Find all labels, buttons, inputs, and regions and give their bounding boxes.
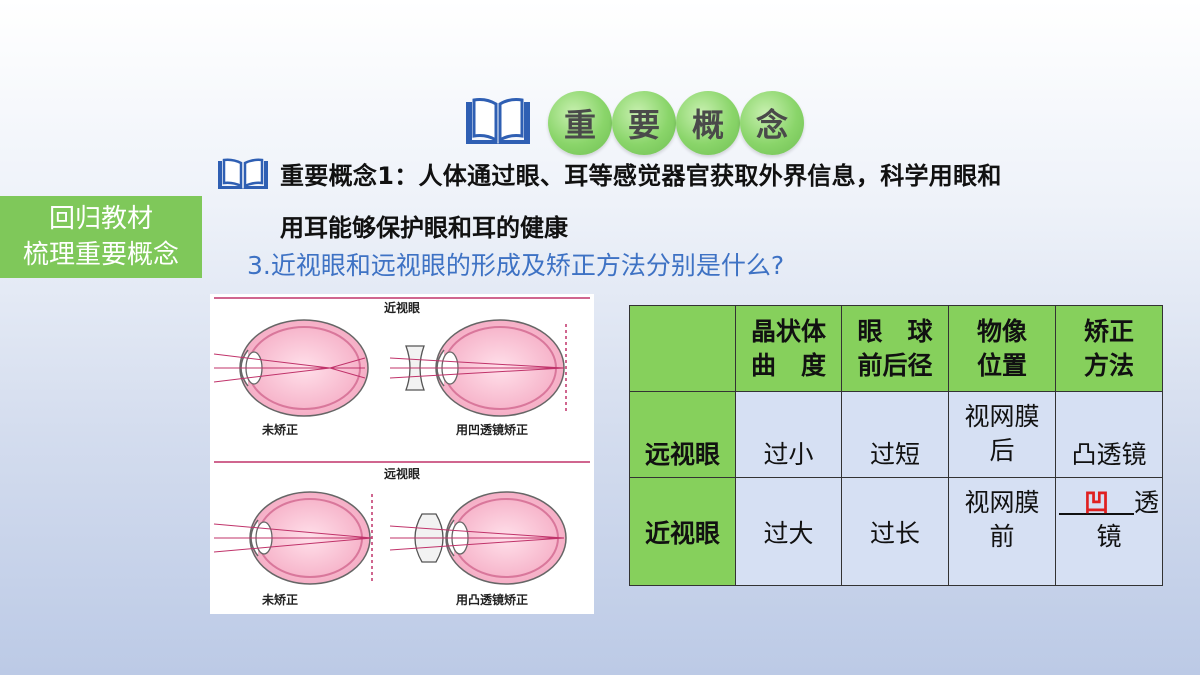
table-cell: 过大 xyxy=(735,477,842,586)
row-label: 远视眼 xyxy=(629,391,736,478)
header-line: 前后径 xyxy=(857,350,933,380)
table-cell: 过小 xyxy=(735,391,842,478)
caption-uncorrected: 未矫正 xyxy=(261,422,298,437)
eye-myopia-uncorrected xyxy=(213,319,369,417)
title-char: 要 xyxy=(612,91,676,155)
answer-text: 凹 xyxy=(1083,488,1109,517)
header-line: 晶状体 xyxy=(750,316,826,346)
diagram-title-hyperopia: 远视眼 xyxy=(384,466,420,481)
caption-uncorrected-2: 未矫正 xyxy=(261,592,298,607)
header-line: 位置 xyxy=(976,350,1027,380)
table-header: 晶状体 曲 度 xyxy=(735,305,842,392)
question-text: 3.近视眼和远视眼的形成及矫正方法分别是什么? xyxy=(247,251,785,280)
table-cell: 凹 透 镜 xyxy=(1055,477,1163,586)
cell-text: 透 xyxy=(1134,488,1160,517)
table-row: 近视眼 过大 过长 视网膜 前 凹 透 镜 xyxy=(629,477,1163,586)
title-char: 概 xyxy=(676,91,740,155)
table-cell: 视网膜 后 xyxy=(948,391,1056,478)
cell-line: 镜 xyxy=(1096,522,1122,551)
eye-myopia-corrected xyxy=(389,319,567,417)
cell-line: 后 xyxy=(989,436,1015,465)
cell-line: 视网膜 xyxy=(964,488,1040,517)
header-line: 矫正 xyxy=(1083,316,1134,346)
caption-convex-correction: 用凸透镜矫正 xyxy=(455,592,528,607)
table-cell: 过短 xyxy=(841,391,949,478)
header-line: 物像 xyxy=(976,316,1027,346)
side-badge: 回归教材 梳理重要概念 xyxy=(0,196,202,278)
table-header-row: 晶状体 曲 度 眼 球 前后径 物像 位置 矫正 方法 xyxy=(629,305,1163,392)
table-header: 眼 球 前后径 xyxy=(841,305,949,392)
eye-hyperopia-corrected xyxy=(389,491,567,585)
cell-line: 凹 透 xyxy=(1056,486,1162,520)
title-char: 念 xyxy=(740,91,804,155)
table-row: 远视眼 过小 过短 视网膜 后 凸透镜 xyxy=(629,391,1163,478)
header-line: 方法 xyxy=(1083,350,1134,380)
book-icon xyxy=(218,158,268,189)
header-line: 眼 球 xyxy=(857,316,933,346)
row-label: 近视眼 xyxy=(629,477,736,586)
concept-statement-cont: 用耳能够保护眼和耳的健康 xyxy=(280,214,568,242)
eye-hyperopia-uncorrected xyxy=(213,491,373,585)
side-badge-line: 回归教材 xyxy=(48,204,153,234)
comparison-table: 晶状体 曲 度 眼 球 前后径 物像 位置 矫正 方法 远视眼 过小 过短 视网… xyxy=(629,305,1163,586)
table-cell: 过长 xyxy=(841,477,949,586)
eye-diagram: 近视眼 未矫正 用凹透镜矫正 远视眼 xyxy=(210,294,594,614)
title-char: 重 xyxy=(548,91,612,155)
diagram-title-myopia: 近视眼 xyxy=(384,300,420,315)
concept-statement: 重要概念1：人体通过眼、耳等感觉器官获取外界信息，科学用眼和 xyxy=(280,162,1002,190)
table-header-blank xyxy=(629,305,736,392)
table-header: 物像 位置 xyxy=(948,305,1056,392)
table-cell: 凸透镜 xyxy=(1055,391,1163,478)
caption-concave-correction: 用凹透镜矫正 xyxy=(455,422,528,437)
side-badge-line: 梳理重要概念 xyxy=(22,240,179,270)
open-book-icon xyxy=(466,98,530,144)
answer-blank: 凹 xyxy=(1059,488,1134,517)
cell-line: 前 xyxy=(989,522,1015,551)
cell-line: 视网膜 xyxy=(964,402,1040,431)
table-header: 矫正 方法 xyxy=(1055,305,1163,392)
header-line: 曲 度 xyxy=(750,350,826,380)
table-cell: 视网膜 前 xyxy=(948,477,1056,586)
